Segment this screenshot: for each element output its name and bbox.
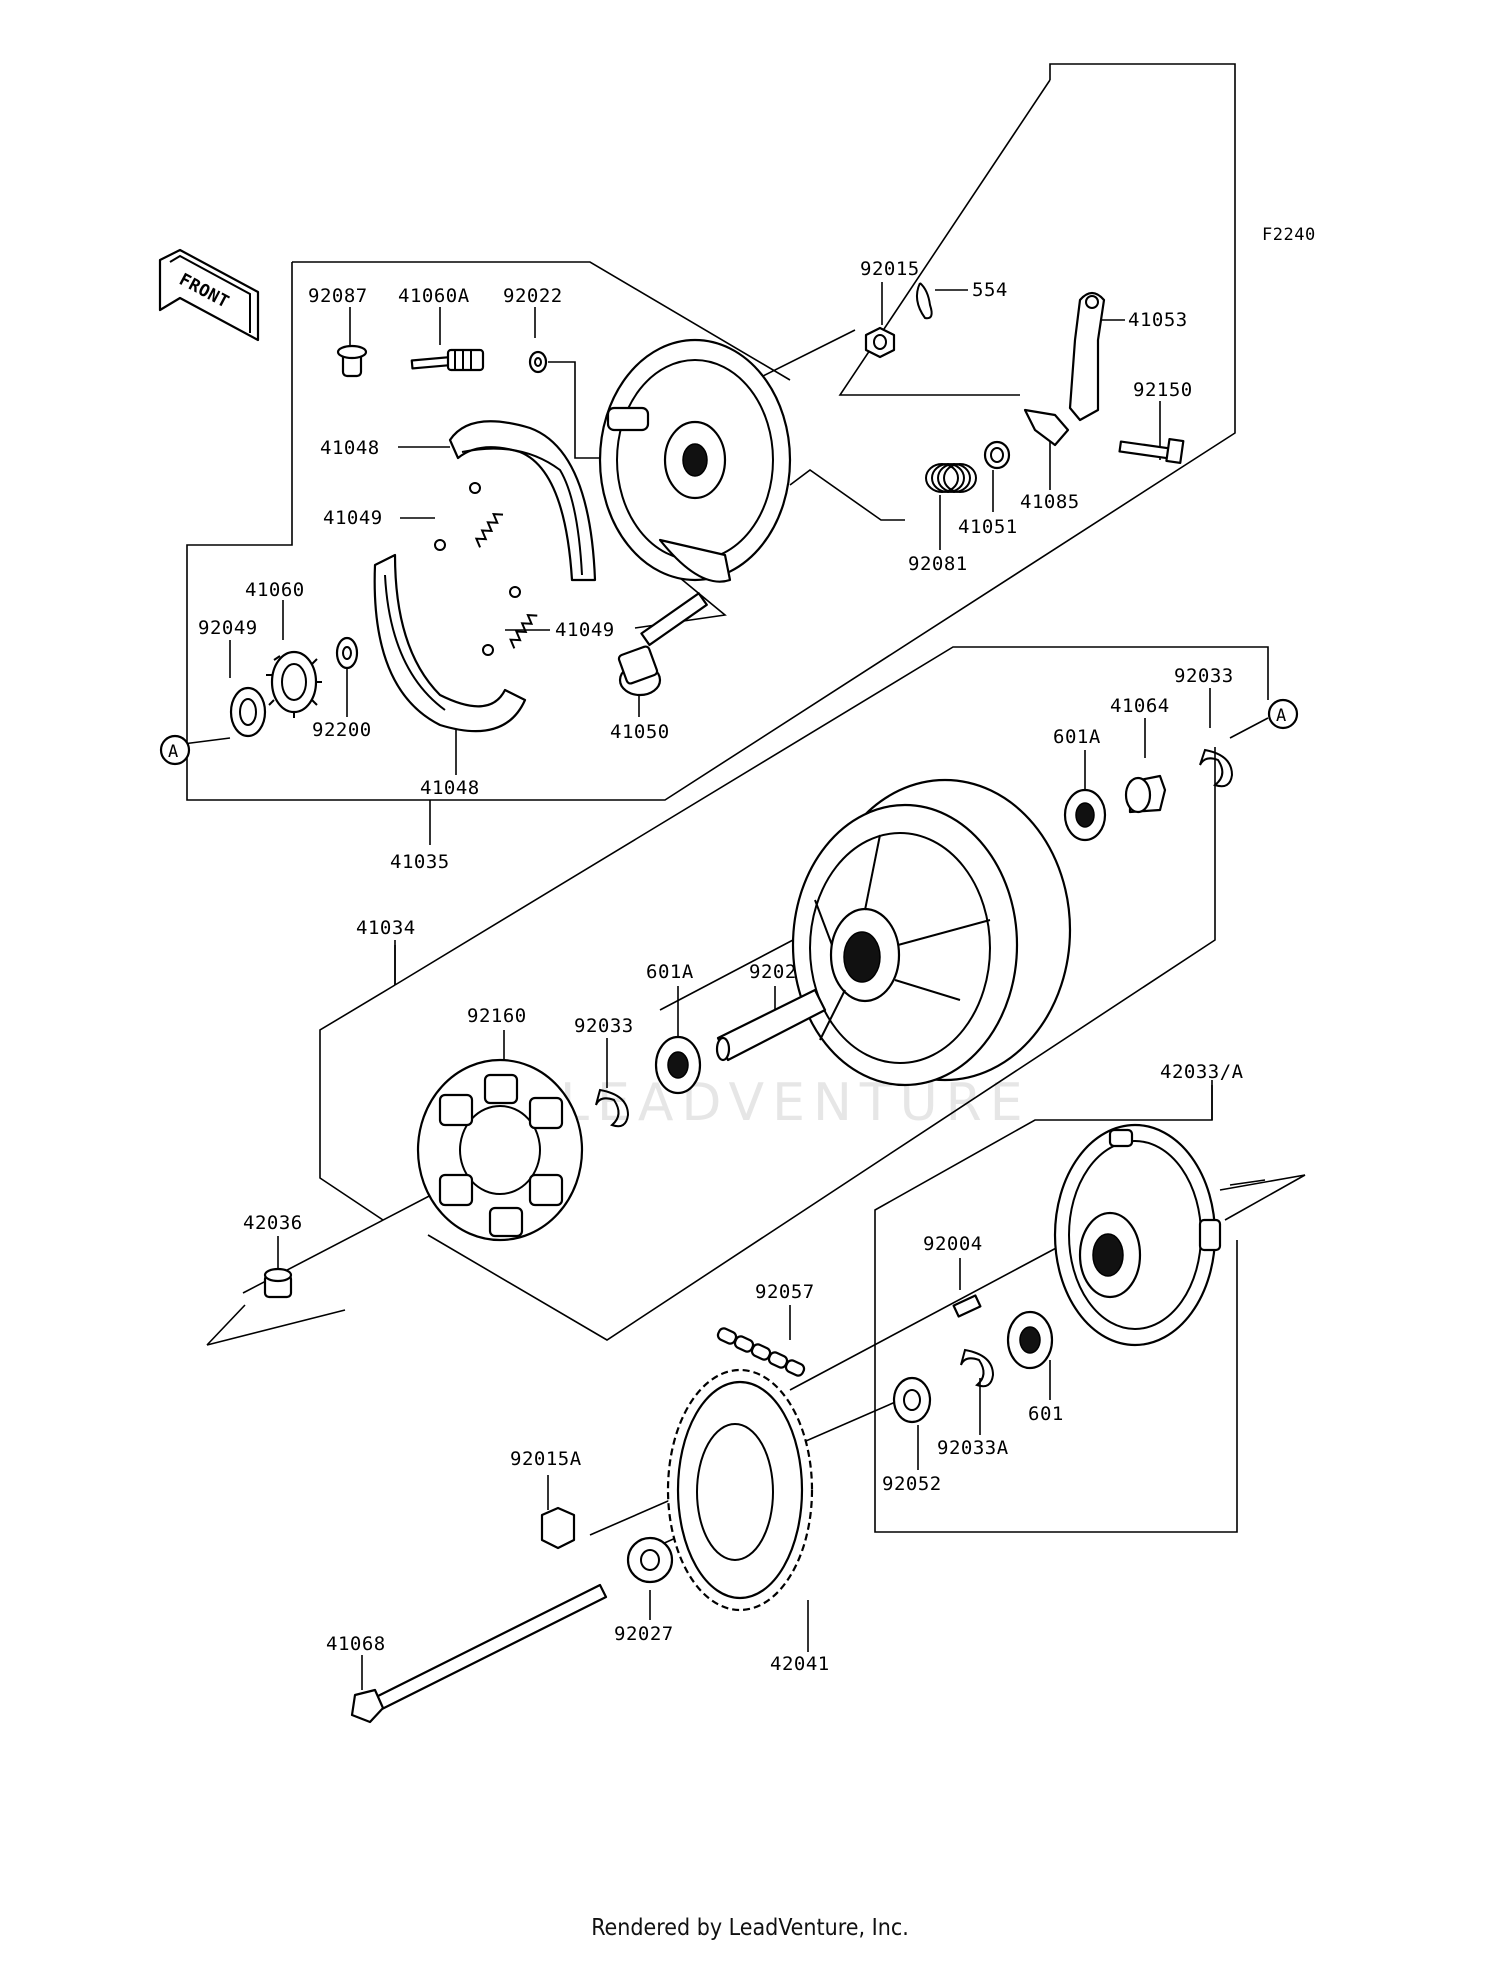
part-92087-pin [336, 344, 368, 378]
part-41064-collar [1124, 774, 1167, 814]
part-92015-nut [864, 326, 896, 359]
svg-text:A: A [168, 742, 179, 762]
label-42041: 42041 [770, 1653, 830, 1675]
part-brake-panel [598, 338, 792, 583]
label-41085: 41085 [1020, 491, 1080, 513]
part-41049-spring-top [434, 482, 504, 551]
label-92004: 92004 [923, 1233, 983, 1255]
label-92033-top: 92033 [1174, 665, 1234, 687]
part-601A-bearing-top [1063, 788, 1107, 842]
label-601A-mid: 601A [646, 961, 694, 983]
label-92033-mid: 92033 [574, 1015, 634, 1037]
label-41053: 41053 [1128, 309, 1188, 331]
part-92027-collar [626, 1536, 674, 1584]
part-41060A-gear-shaft [410, 348, 485, 372]
part-41085-wear-indicator [1023, 408, 1070, 447]
part-41068-axle [350, 1583, 608, 1724]
label-92057: 92057 [755, 1281, 815, 1303]
label-92022: 92022 [503, 285, 563, 307]
label-92200: 92200 [312, 719, 372, 741]
watermark: LEADVENTURE [560, 1073, 1031, 1133]
footer-credit: Rendered by LeadVenture, Inc. [591, 1915, 909, 1941]
part-92200-washer [335, 636, 359, 670]
label-92150: 92150 [1133, 379, 1193, 401]
part-92081-torsion-spring [925, 463, 977, 493]
label-41050: 41050 [610, 721, 670, 743]
part-92004-stud [952, 1294, 982, 1318]
label-92049: 92049 [198, 617, 258, 639]
label-41049-top: 41049 [323, 507, 383, 529]
part-92150-bolt [1118, 438, 1185, 464]
part-92027A-sleeve [715, 988, 827, 1062]
label-41068: 41068 [326, 1633, 386, 1655]
part-92160-hub-damper [416, 1058, 584, 1242]
label-41035: 41035 [390, 851, 450, 873]
part-42041-sprocket [666, 1368, 814, 1612]
brake-panel-group-outline [186, 63, 1236, 845]
part-41053-brake-lever [1068, 291, 1106, 422]
part-41049-spring-mid [482, 586, 538, 656]
front-arrow-icon: FRONT [158, 248, 260, 342]
label-41051: 41051 [958, 516, 1018, 538]
part-601-bearing [1006, 1310, 1054, 1370]
svg-text:A: A [1276, 706, 1287, 726]
part-41060-speedo-gear [266, 650, 322, 718]
part-92033-circlip-top [1199, 748, 1234, 788]
ref-marker-left: A [159, 734, 191, 766]
label-41048-bot: 41048 [420, 777, 480, 799]
label-42033A: 42033/A [1160, 1061, 1244, 1083]
label-41034: 41034 [356, 917, 416, 939]
label-92081: 92081 [908, 553, 968, 575]
label-41064: 41064 [1110, 695, 1170, 717]
label-41049-mid: 41049 [555, 619, 615, 641]
part-41051-seal [983, 440, 1011, 470]
part-601A-bearing-mid [654, 1035, 702, 1095]
label-601A-top: 601A [1053, 726, 1101, 748]
part-wheel-hub [791, 778, 1072, 1087]
label-92027: 92027 [614, 1623, 674, 1645]
figure-code: F2240 [1262, 225, 1316, 245]
label-601: 601 [1028, 1403, 1064, 1425]
label-92160: 92160 [467, 1005, 527, 1027]
part-92049-oil-seal [229, 686, 267, 738]
label-92033A: 92033A [937, 1437, 1009, 1459]
label-92087: 92087 [308, 285, 368, 307]
part-92022-washer [528, 350, 548, 374]
label-42036: 42036 [243, 1212, 303, 1234]
part-92052-washer [892, 1376, 932, 1424]
part-92057-chain [716, 1327, 806, 1377]
label-41060A: 41060A [398, 285, 470, 307]
part-42036-collar [263, 1267, 293, 1299]
label-41060: 41060 [245, 579, 305, 601]
label-554: 554 [972, 279, 1008, 301]
part-92033-circlip-mid [595, 1088, 630, 1128]
part-41048-brake-shoe-bottom [373, 553, 527, 733]
part-92015A-nut [540, 1506, 576, 1550]
part-41048-brake-shoe-top [448, 420, 597, 582]
part-sprocket-hub [1053, 1123, 1222, 1347]
label-92015A: 92015A [510, 1448, 582, 1470]
ref-marker-right: A [1267, 698, 1299, 730]
part-92033A-circlip [960, 1348, 995, 1388]
part-41050-brake-cam [617, 592, 708, 697]
label-41048-top: 41048 [320, 437, 380, 459]
label-92052: 92052 [882, 1473, 942, 1495]
part-labels: 92087 41060A 92022 92015 554 41053 92150… [198, 258, 1244, 1675]
part-554-cotter-pin [915, 282, 933, 320]
label-92015: 92015 [860, 258, 920, 280]
